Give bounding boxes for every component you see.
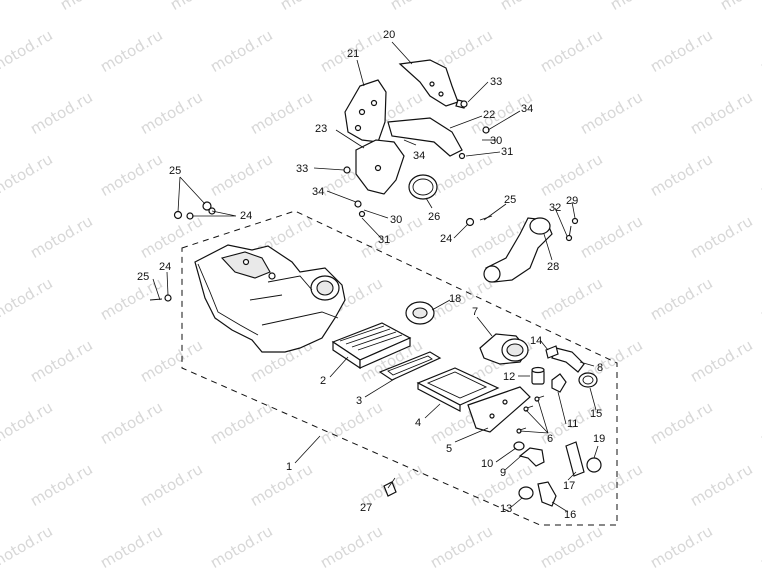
ring-clamp-26 (408, 174, 438, 200)
nut-13 (518, 486, 534, 500)
filter-gasket (378, 351, 442, 381)
callout-33a: 33 (490, 76, 502, 88)
upper-bracket-20 (398, 59, 467, 109)
leader-lines (152, 41, 599, 513)
callout-labels: 1 2 3 4 5 6 7 8 9 10 11 12 13 14 15 16 1… (137, 29, 605, 521)
grommet-18 (405, 301, 435, 325)
callout-30b: 30 (490, 135, 502, 147)
callout-26: 26 (428, 211, 440, 223)
hose-clamp-15 (578, 372, 598, 388)
callout-34a: 34 (521, 103, 533, 115)
callout-32: 32 (549, 202, 561, 214)
callout-16: 16 (564, 509, 576, 521)
assembly-outline (181, 210, 618, 526)
callout-13: 13 (500, 503, 512, 515)
heat-shield-21 (344, 79, 387, 143)
callout-4: 4 (415, 417, 421, 429)
callout-10: 10 (481, 458, 493, 470)
airbox-housing (194, 244, 346, 353)
callout-20: 20 (383, 29, 395, 41)
callout-23: 23 (315, 123, 327, 135)
lower-shield-23 (355, 139, 405, 195)
callout-18: 18 (449, 293, 461, 305)
duct-bracket-22 (387, 117, 463, 157)
callout-34c: 34 (312, 186, 324, 198)
intake-pipe-28 (483, 217, 553, 283)
callout-11: 11 (567, 418, 578, 430)
callout-6: 6 (547, 433, 553, 445)
callout-31a: 31 (378, 234, 390, 246)
callout-19: 19 (593, 433, 605, 445)
hose-9 (518, 447, 545, 467)
elbow-hose (551, 347, 585, 373)
callout-21: 21 (347, 48, 359, 60)
cap-10 (513, 441, 525, 451)
callout-25a: 25 (169, 165, 181, 177)
callout-17: 17 (563, 480, 575, 492)
cover-plate (467, 386, 531, 433)
hose-16 (537, 481, 557, 507)
callout-8: 8 (597, 362, 603, 374)
callout-12: 12 (503, 371, 515, 383)
filter-frame (416, 367, 500, 412)
callout-28: 28 (547, 261, 559, 273)
callout-5: 5 (446, 443, 452, 455)
callout-31b: 31 (501, 146, 513, 158)
tube-17 (565, 441, 585, 477)
callout-25b: 25 (137, 271, 149, 283)
fasteners (149, 100, 579, 302)
callout-9: 9 (500, 467, 506, 479)
callout-33b: 33 (296, 163, 308, 175)
callout-25c: 25 (504, 194, 516, 206)
callout-7: 7 (472, 306, 478, 318)
callout-14: 14 (530, 335, 542, 347)
callout-22: 22 (483, 109, 495, 121)
callout-24b: 24 (159, 261, 171, 273)
intake-duct (479, 333, 529, 365)
air-filter-element (331, 322, 412, 370)
small-fittings (531, 366, 567, 393)
callout-30a: 30 (390, 214, 402, 226)
callout-3: 3 (356, 395, 362, 407)
callout-27: 27 (360, 502, 372, 514)
plug-27 (383, 481, 397, 497)
callout-34b: 34 (413, 150, 425, 162)
callout-24c: 24 (440, 233, 452, 245)
callout-24a: 24 (240, 210, 252, 222)
callout-2: 2 (320, 375, 326, 387)
callout-29: 29 (566, 195, 578, 207)
nipple-fitting (545, 345, 559, 359)
callout-1: 1 (286, 461, 292, 473)
hose-clamp-19 (586, 457, 602, 473)
callout-15: 15 (590, 408, 602, 420)
